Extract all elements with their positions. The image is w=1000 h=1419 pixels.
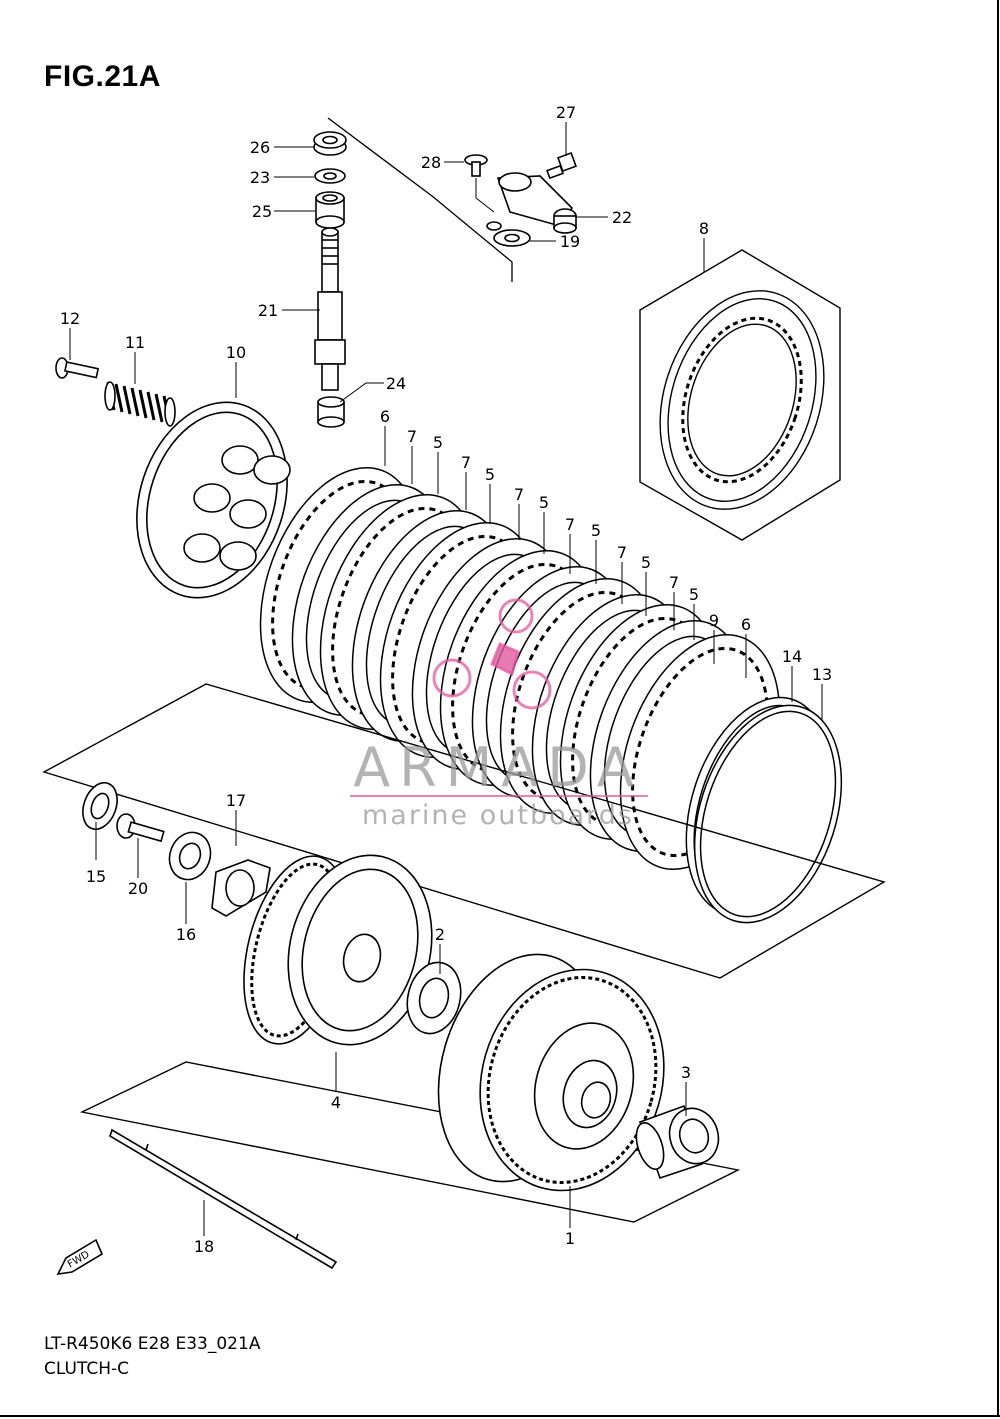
callout-7-b: 7 bbox=[461, 453, 471, 472]
callout-13: 13 bbox=[812, 665, 832, 684]
release-arm-part bbox=[496, 172, 577, 234]
callout-28: 28 bbox=[421, 153, 441, 172]
pressure-plate-part bbox=[136, 401, 291, 599]
section-name: CLUTCH-C bbox=[44, 1359, 129, 1379]
callout-12: 12 bbox=[60, 309, 80, 328]
shaft-bearing-part bbox=[317, 396, 345, 428]
callout-17: 17 bbox=[226, 791, 246, 810]
callout-5-e: 5 bbox=[641, 553, 651, 572]
release-shaft-assembly bbox=[313, 117, 513, 428]
callout-labels: 26 23 25 21 24 27 28 22 19 8 12 11 10 6 … bbox=[60, 103, 832, 1256]
callout-2: 2 bbox=[435, 925, 445, 944]
callout-23: 23 bbox=[250, 168, 270, 187]
primary-driven-gear-part bbox=[437, 953, 665, 1192]
callout-10: 10 bbox=[226, 343, 246, 362]
callout-3: 3 bbox=[681, 1063, 691, 1082]
callout-19: 19 bbox=[560, 232, 580, 251]
callout-18: 18 bbox=[194, 1237, 214, 1256]
callout-5-b: 5 bbox=[485, 465, 495, 484]
watermark-logo-icon bbox=[432, 598, 552, 710]
callout-6-outer: 6 bbox=[380, 407, 390, 426]
callout-1: 1 bbox=[565, 1229, 575, 1248]
callout-9: 9 bbox=[709, 611, 719, 630]
arm-washer-part bbox=[486, 221, 531, 247]
washer-part bbox=[314, 168, 346, 184]
thrust-bearing-part bbox=[82, 781, 118, 831]
callout-6-inner: 6 bbox=[741, 615, 751, 634]
stack-bracket-box bbox=[42, 683, 886, 979]
lower-bracket-box bbox=[79, 1061, 741, 1223]
screw-guide-line-2 bbox=[475, 197, 495, 213]
callout-22: 22 bbox=[612, 208, 632, 227]
bearing-part bbox=[315, 191, 345, 229]
push-rod-part bbox=[109, 1128, 338, 1270]
callout-5-f: 5 bbox=[689, 585, 699, 604]
callout-4: 4 bbox=[331, 1093, 341, 1112]
callout-5-c: 5 bbox=[539, 493, 549, 512]
callout-7-c: 7 bbox=[514, 485, 524, 504]
small-parts-group bbox=[82, 781, 271, 917]
locknut-part bbox=[168, 831, 212, 881]
callout-5-d: 5 bbox=[591, 521, 601, 540]
callout-7-a: 7 bbox=[407, 427, 417, 446]
callout-25: 25 bbox=[252, 202, 272, 221]
lock-washer-part bbox=[211, 859, 271, 917]
hub-washer-part bbox=[406, 961, 462, 1035]
callout-leaders bbox=[69, 122, 823, 1236]
clutch-sleeve-hub-part bbox=[243, 854, 433, 1046]
callout-24: 24 bbox=[386, 374, 406, 393]
watermark: ARMADA marine outboards bbox=[350, 598, 648, 831]
callout-21: 21 bbox=[258, 301, 278, 320]
arm-screw-part bbox=[464, 154, 488, 177]
push-piece-part bbox=[116, 813, 165, 843]
callout-26: 26 bbox=[250, 138, 270, 157]
callout-5-a: 5 bbox=[433, 433, 443, 452]
callout-27: 27 bbox=[556, 103, 576, 122]
callout-7-d: 7 bbox=[565, 515, 575, 534]
model-code: LT-R450K6 E28 E33_021A bbox=[44, 1334, 261, 1354]
forward-direction-badge: FWD bbox=[56, 1238, 104, 1276]
bracket-line-shaft bbox=[327, 117, 513, 282]
spacer-part bbox=[635, 1104, 720, 1180]
callout-15: 15 bbox=[86, 867, 106, 886]
plate-inset-box bbox=[639, 249, 841, 541]
callout-8: 8 bbox=[699, 219, 709, 238]
spring-washer-part bbox=[693, 704, 843, 924]
callout-16: 16 bbox=[176, 925, 196, 944]
watermark-brand: ARMADA bbox=[353, 736, 643, 799]
callout-7-e: 7 bbox=[617, 543, 627, 562]
watermark-tagline: marine outboards bbox=[362, 800, 634, 831]
release-shaft-part bbox=[314, 227, 346, 391]
spring-bolt-part bbox=[55, 357, 100, 379]
pressure-plate-assembly bbox=[55, 357, 291, 599]
callout-11: 11 bbox=[125, 333, 145, 352]
release-arm-assembly bbox=[464, 152, 577, 247]
oil-seal-part bbox=[313, 131, 347, 156]
figure-title: FIG.21A bbox=[44, 60, 161, 93]
callout-7-f: 7 bbox=[669, 573, 679, 592]
arm-bolt-part bbox=[546, 152, 577, 180]
callout-20: 20 bbox=[128, 879, 148, 898]
clutch-spring-part bbox=[104, 381, 176, 427]
callout-14: 14 bbox=[782, 647, 802, 666]
